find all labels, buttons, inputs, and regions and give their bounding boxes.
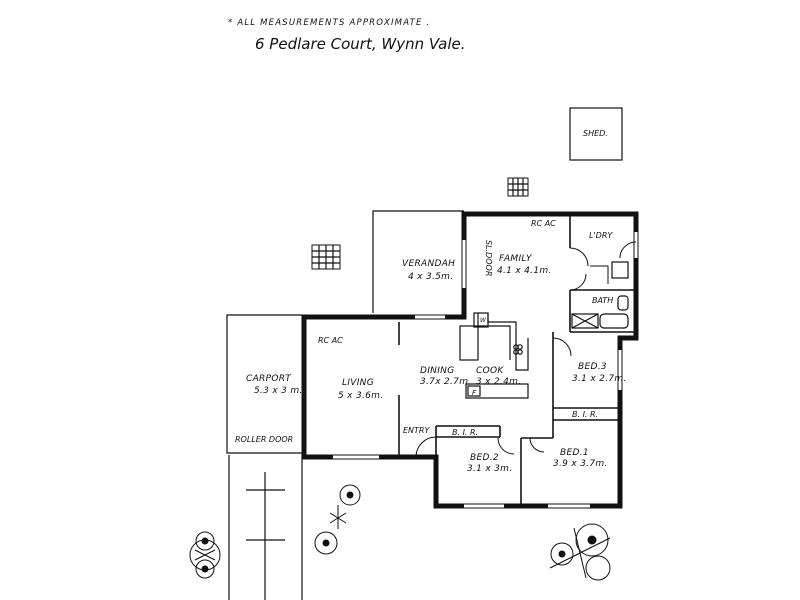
bed1-name: BED.1 bbox=[560, 448, 589, 458]
bath-label: BATH bbox=[592, 296, 613, 305]
carport-name: CARPORT bbox=[246, 374, 292, 384]
shrub-right bbox=[549, 523, 611, 581]
sl-door-label: SL.DOOR bbox=[484, 240, 493, 276]
bath-fixtures bbox=[571, 261, 629, 329]
fridge-label: F bbox=[472, 389, 477, 397]
paving-grid-left bbox=[311, 244, 341, 270]
garden-shrubs bbox=[189, 484, 611, 581]
roller-door-label: ROLLER DOOR bbox=[235, 435, 293, 444]
exterior-walls bbox=[301, 211, 639, 509]
address-title: 6 Pedlare Court, Wynn Vale. bbox=[255, 35, 466, 53]
driveway bbox=[228, 455, 303, 600]
bed3-size: 3.1 x 2.7m. bbox=[572, 374, 627, 384]
shrub-middle bbox=[314, 484, 361, 555]
family-size: 4.1 x 4.1m. bbox=[497, 266, 552, 276]
bed1-size: 3.9 x 3.7m. bbox=[553, 459, 608, 469]
living-name: LIVING bbox=[342, 378, 374, 388]
living-size: 5 x 3.6m. bbox=[338, 391, 383, 401]
carport-outline bbox=[226, 314, 302, 454]
bir-bed2-label: B. I. R. bbox=[452, 428, 478, 437]
verandah-size: 4 x 3.5m. bbox=[408, 272, 453, 282]
shed-label: SHED. bbox=[583, 129, 608, 138]
shrub-left bbox=[189, 531, 221, 579]
wc-label: W bbox=[480, 317, 487, 324]
paving-grid-top bbox=[507, 177, 529, 197]
interior-walls bbox=[398, 214, 636, 506]
laundry-label: L'DRY bbox=[589, 231, 613, 240]
door-swings bbox=[415, 241, 637, 458]
bed2-size: 3.1 x 3m. bbox=[467, 464, 512, 474]
rc-ac-living: RC AC bbox=[318, 336, 343, 345]
windows bbox=[333, 232, 639, 509]
entry-label: ENTRY bbox=[403, 426, 430, 435]
family-name: FAMILY bbox=[499, 254, 533, 264]
cook-name: COOK bbox=[476, 366, 504, 376]
verandah-outline bbox=[372, 210, 464, 313]
bed2-name: BED.2 bbox=[470, 453, 499, 463]
measurement-note: * ALL MEASUREMENTS APPROXIMATE . bbox=[228, 18, 430, 28]
dining-size: 3.7x 2.7m bbox=[420, 377, 468, 387]
shed-outline bbox=[569, 107, 623, 161]
rc-ac-family: RC AC bbox=[531, 219, 556, 228]
bed3-name: BED.3 bbox=[578, 362, 607, 372]
cook-size: 3 x 2.4m. bbox=[476, 377, 521, 387]
kitchen-benches bbox=[459, 312, 529, 399]
bir-bed1-label: B. I. R. bbox=[572, 410, 598, 419]
carport-size: 5.3 x 3 m. bbox=[254, 386, 303, 396]
dining-name: DINING bbox=[420, 366, 454, 376]
verandah-name: VERANDAH bbox=[402, 259, 455, 269]
